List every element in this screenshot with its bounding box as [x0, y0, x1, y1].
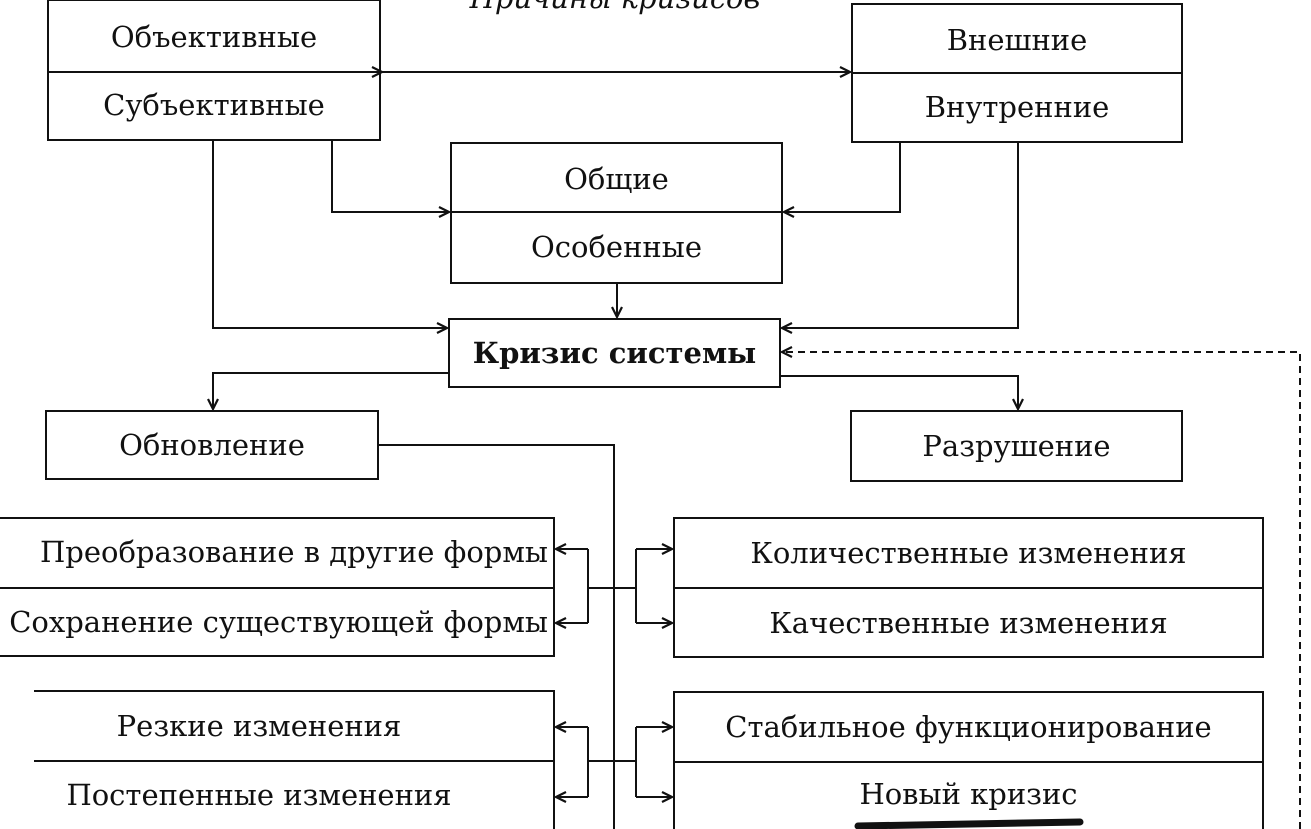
label-general: Общие — [564, 161, 669, 196]
box-destruction — [850, 410, 1183, 482]
label-crisis: Кризис системы — [472, 336, 757, 370]
label-internal: Внутренние — [924, 89, 1110, 124]
label-qualitative: Качественные изменения — [769, 605, 1168, 640]
label-subjective: Субъективные — [103, 88, 325, 122]
arrow-subjective-to-general — [331, 140, 449, 212]
label-external: Внешние — [946, 22, 1088, 57]
label-renewal: Обновление — [119, 428, 305, 462]
diagram-title: Причины кризисов — [440, 0, 790, 18]
label-transform: Преобразование в другие формы — [39, 535, 548, 569]
new-crisis-underline — [854, 818, 1084, 829]
label-objective: Объективные — [110, 20, 318, 54]
label-sharp: Резкие изменения — [116, 709, 402, 743]
label-special: Особенные — [531, 230, 702, 264]
box-crisis — [448, 318, 781, 388]
arrow-crisis-to-renewal — [213, 372, 449, 409]
label-preserve: Сохранение существующей формы — [9, 605, 548, 639]
arrow-left-causes-to-crisis — [212, 140, 447, 328]
arrow-internal-to-general — [784, 142, 901, 212]
box-speed — [34, 690, 555, 829]
label-new-crisis: Новый кризис — [859, 777, 1078, 811]
box-result — [673, 691, 1264, 829]
trunk-from-renewal — [378, 444, 615, 829]
label-gradual: Постепенные изменения — [66, 778, 452, 812]
feedback-dashed-to-crisis — [782, 352, 1301, 829]
label-quantitative: Количественные изменения — [750, 536, 1187, 570]
arrow-crisis-to-destruction — [780, 375, 1018, 409]
label-destruction: Разрушение — [922, 429, 1111, 463]
arrow-right-causes-to-crisis — [782, 142, 1019, 328]
label-stable: Стабильное функционирование — [725, 710, 1212, 744]
